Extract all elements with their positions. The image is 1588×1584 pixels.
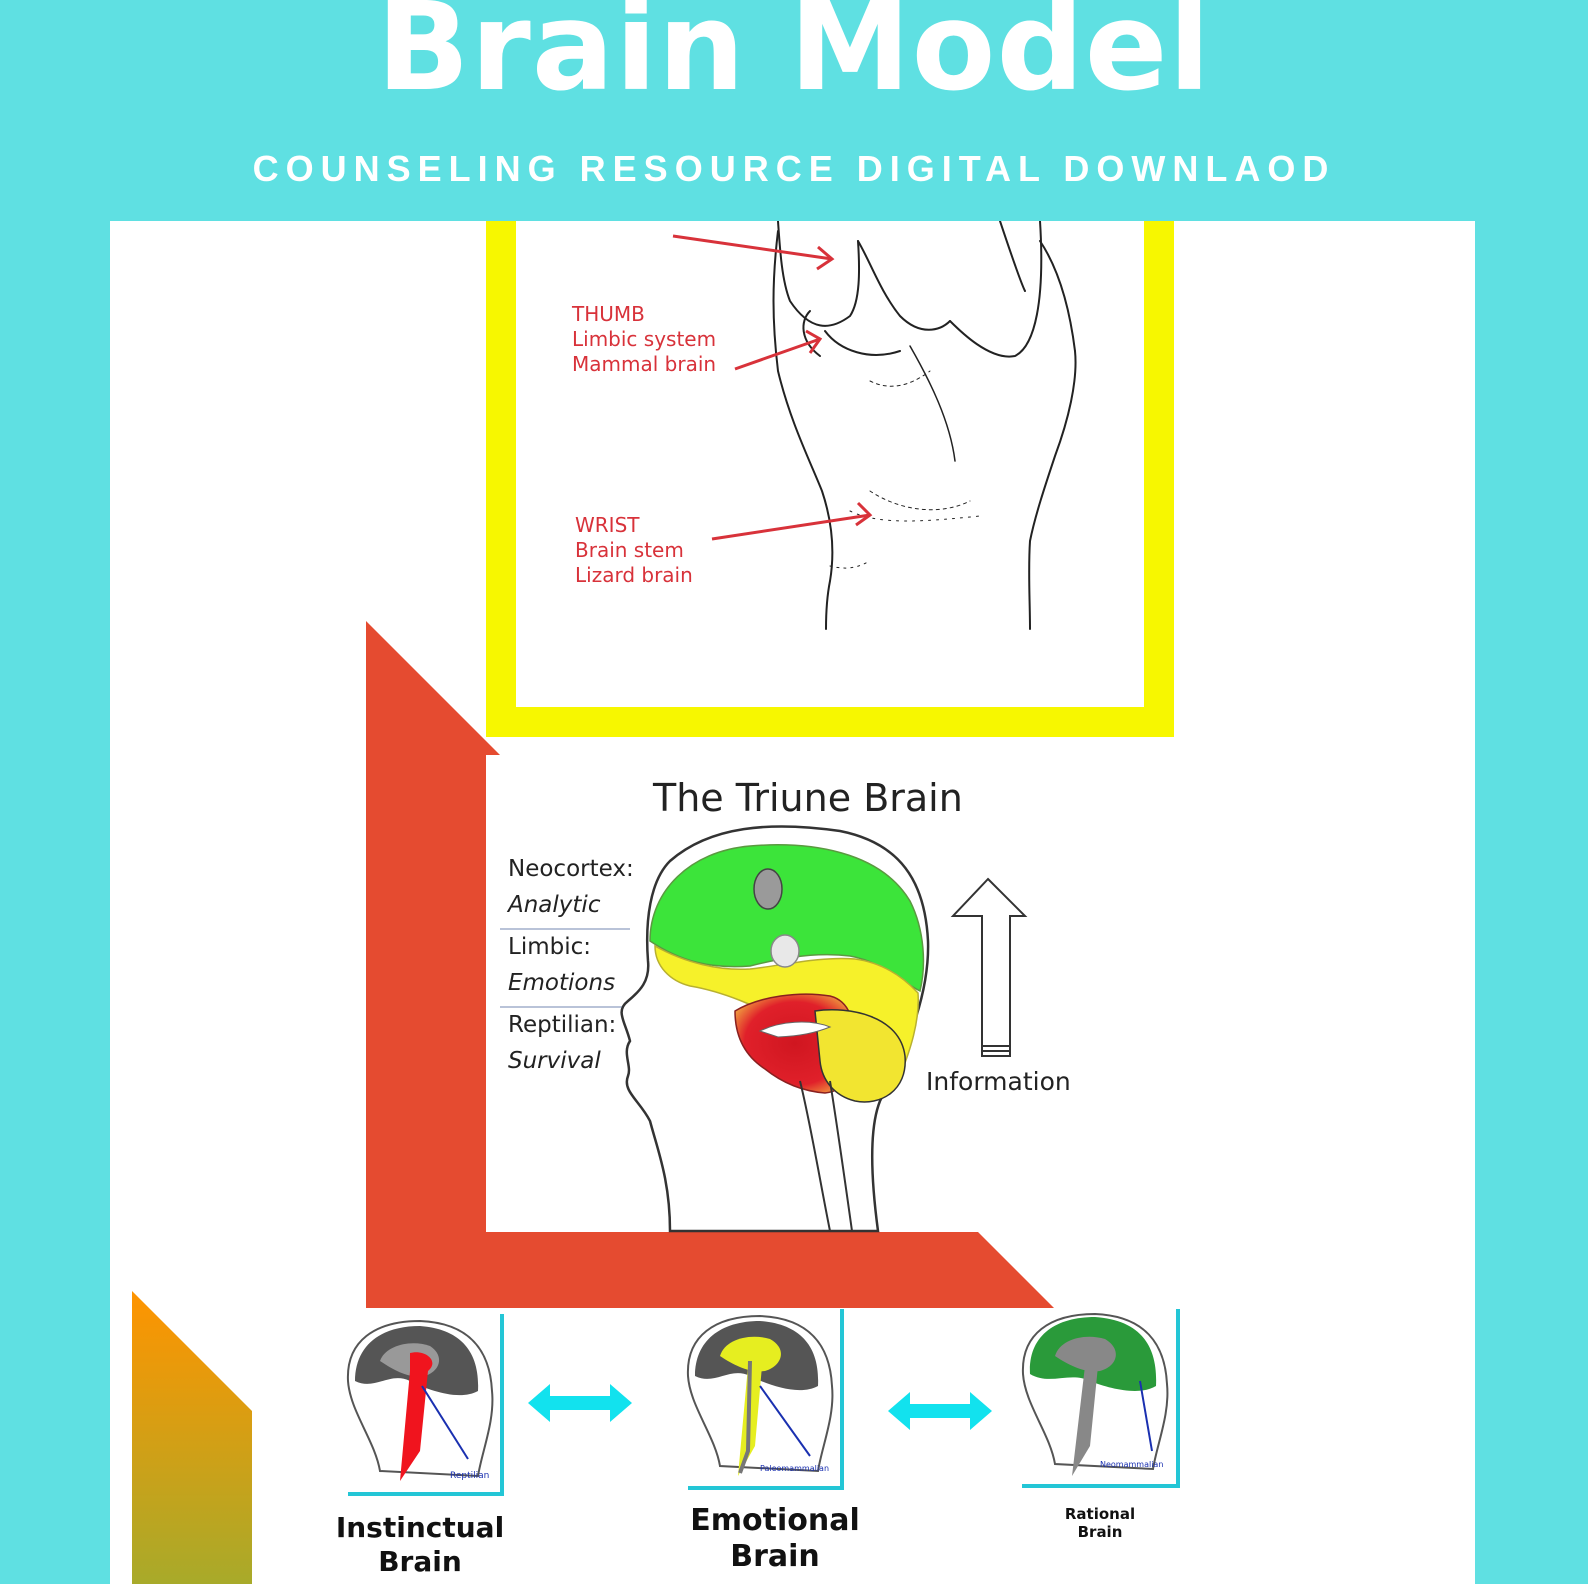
region-neocortex: Neocortex: Analytic [508, 851, 634, 923]
head-brain-illustration [620, 825, 1028, 1233]
content-panel: THUMB Limbic system Mammal brain WRIST B… [110, 221, 1475, 1584]
region-name: Neocortex: [508, 856, 634, 882]
page-title: Brain Model [376, 0, 1212, 118]
region-role: Survival [508, 1048, 601, 1074]
triune-title: The Triune Brain [653, 776, 963, 820]
information-label: Information [926, 1067, 1071, 1096]
hand-drawing [672, 221, 1077, 630]
region-reptilian: Reptilian: Survival [508, 1007, 616, 1079]
decorative-frames [132, 221, 1174, 1584]
divider [500, 928, 630, 930]
limbic-figure-icon [770, 934, 800, 968]
fist-outline [772, 221, 1077, 630]
instinctual-head-icon: Reptilian [346, 1314, 504, 1496]
emotional-brain-label: Emotional Brain [690, 1503, 860, 1574]
region-role: Analytic [508, 892, 601, 918]
paleomammalian-tag: Paleomammalian [760, 1464, 829, 1473]
brain-stem [829, 1080, 853, 1232]
information-arrow-icon [950, 877, 1028, 1057]
neocortex-region [649, 844, 925, 993]
red-l-frame [366, 621, 1054, 1308]
orange-corner-shape [132, 1291, 252, 1584]
divider [500, 1006, 630, 1008]
emotional-head-icon: Paleomammalian [686, 1309, 844, 1490]
wrist-label: WRIST Brain stem Lizard brain [575, 513, 693, 587]
thumb-label: THUMB Limbic system Mammal brain [572, 302, 717, 376]
region-name: Limbic: [508, 934, 591, 960]
neocortex-figure-icon [753, 868, 783, 910]
three-brains-illustration: Reptilian Paleomammalian Neomammalian [346, 1309, 1180, 1496]
arrow-icon [672, 234, 873, 541]
neomammalian-tag: Neomammalian [1100, 1460, 1163, 1469]
region-limbic: Limbic: Emotions [508, 929, 615, 1001]
region-name: Reptilian: [508, 1012, 617, 1038]
reptilian-tag: Reptilian [450, 1471, 489, 1481]
page-subtitle: COUNSELING RESOURCE DIGITAL DOWNLAOD [252, 148, 1336, 189]
double-arrow-icon [528, 1384, 632, 1422]
region-role: Emotions [508, 970, 616, 996]
brain-stem [799, 1080, 831, 1232]
rational-brain-label: Rational Brain [1064, 1505, 1136, 1541]
double-arrow-icon [888, 1392, 992, 1430]
rational-head-icon: Neomammalian [1021, 1309, 1180, 1488]
lizard-icon [758, 1021, 832, 1038]
instinctual-brain-label: Instinctual Brain [335, 1511, 505, 1578]
